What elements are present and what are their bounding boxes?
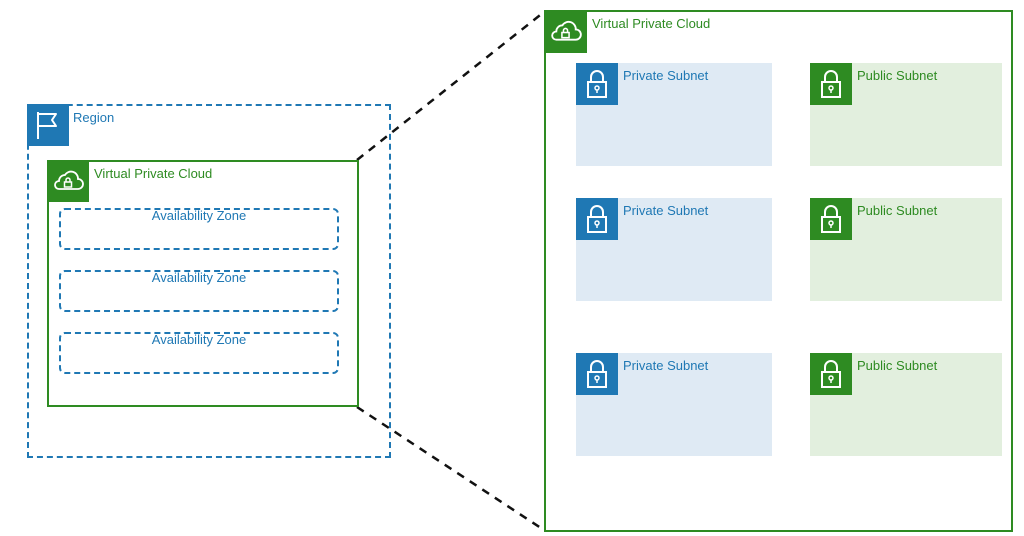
public-subnet-2: Public Subnet — [810, 198, 1002, 301]
availability-zone-label: Availability Zone — [151, 208, 247, 223]
region-label: Region — [73, 110, 115, 125]
subnet-label: Public Subnet — [857, 203, 938, 218]
private-subnet-3: Private Subnet — [576, 353, 772, 456]
subnet-label: Private Subnet — [623, 203, 709, 218]
padlock-icon — [810, 63, 852, 105]
availability-zone-label: Availability Zone — [151, 270, 247, 285]
subnet-label: Public Subnet — [857, 68, 938, 83]
padlock-icon — [810, 198, 852, 240]
availability-zone-2: Availability Zone — [59, 270, 339, 312]
public-subnet-3: Public Subnet — [810, 353, 1002, 456]
padlock-icon — [576, 198, 618, 240]
vpc-small-label: Virtual Private Cloud — [94, 166, 213, 181]
vpc-expanded-label: Virtual Private Cloud — [592, 16, 711, 31]
public-subnet-1: Public Subnet — [810, 63, 1002, 166]
vpc-expanded-group — [544, 10, 1013, 532]
private-subnet-1: Private Subnet — [576, 63, 772, 166]
vpc-small-group — [47, 160, 359, 407]
cloud-lock-icon — [47, 160, 89, 202]
padlock-icon — [810, 353, 852, 395]
padlock-icon — [576, 63, 618, 105]
availability-zone-1: Availability Zone — [59, 208, 339, 250]
region-group — [27, 104, 391, 458]
subnet-label: Private Subnet — [623, 358, 709, 373]
subnet-label: Private Subnet — [623, 68, 709, 83]
padlock-icon — [576, 353, 618, 395]
availability-zone-label: Availability Zone — [151, 332, 247, 347]
flag-icon — [27, 104, 69, 146]
subnet-label: Public Subnet — [857, 358, 938, 373]
availability-zone-3: Availability Zone — [59, 332, 339, 374]
private-subnet-2: Private Subnet — [576, 198, 772, 301]
cloud-lock-icon — [544, 10, 587, 53]
